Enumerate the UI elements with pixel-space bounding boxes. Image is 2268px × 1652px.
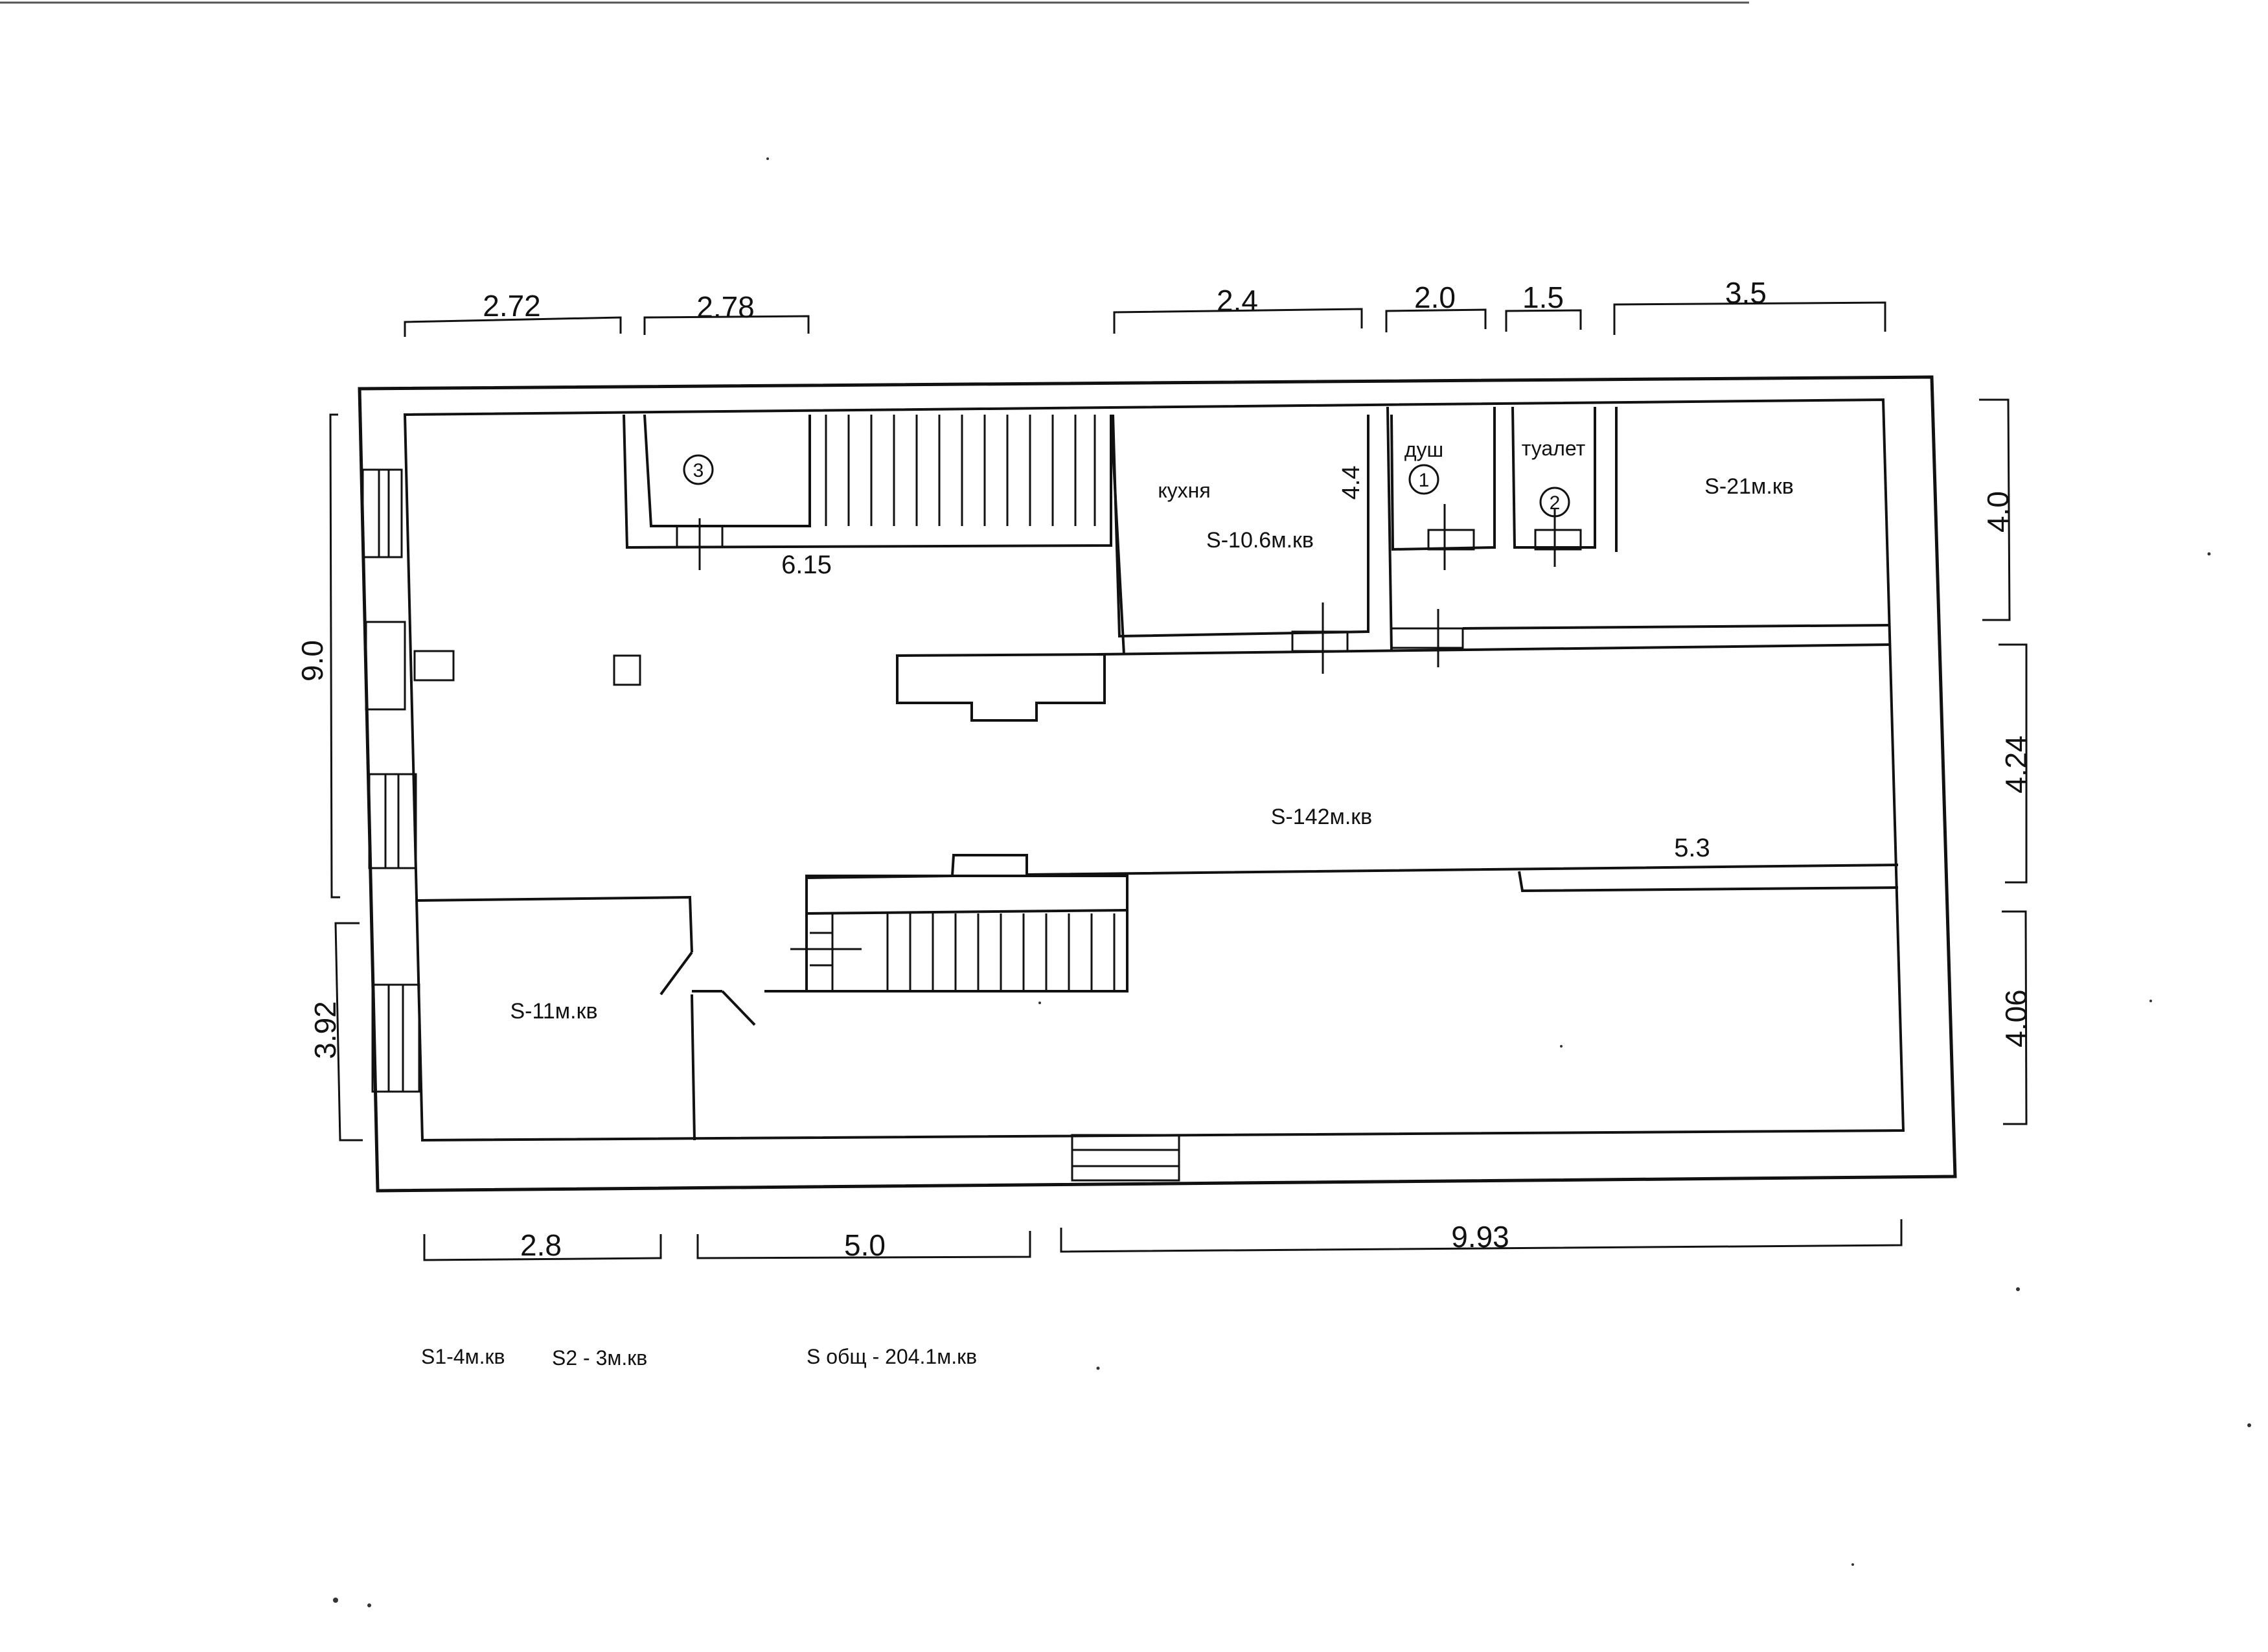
kitchen-name: кухня — [1158, 479, 1210, 502]
column — [613, 654, 641, 686]
marker-1: 1 — [1408, 464, 1439, 495]
dim-bottom-2: 5.0 — [844, 1228, 886, 1262]
dim-right-3: 4.06 — [1999, 989, 2033, 1048]
main-hall-area: S-142м.кв — [1271, 805, 1373, 829]
corner-room-area: S-21м.кв — [1704, 474, 1794, 499]
scan-specks — [333, 157, 2251, 1607]
upper-stair-block — [623, 414, 1112, 570]
summary-s2: S2 - 3м.кв — [552, 1346, 647, 1370]
dim-right-1: 4.0 — [1981, 491, 2015, 533]
kitchen-area: S-10.6м.кв — [1206, 528, 1314, 553]
toilet-name: туалет — [1522, 437, 1586, 460]
dim-top-3: 2.4 — [1217, 284, 1258, 317]
summary-total: S общ - 204.1м.кв — [807, 1345, 977, 1368]
dim-top-2: 2.78 — [696, 290, 755, 324]
dim-top-5: 1.5 — [1522, 281, 1564, 314]
small-room-area: S-11м.кв — [510, 999, 597, 1024]
corridor-wall — [1097, 624, 1891, 656]
mid-partition — [806, 854, 1899, 893]
dim-stair-wall: 6.15 — [781, 551, 832, 579]
small-room — [417, 895, 756, 1141]
dim-top-6: 3.5 — [1725, 276, 1767, 310]
dim-kitchen-depth: 4.4 — [1338, 466, 1365, 500]
svg-text:1: 1 — [1419, 470, 1430, 491]
corridor-door — [1390, 609, 1464, 667]
kitchen-door — [1291, 602, 1349, 674]
dim-bottom-1: 2.8 — [520, 1228, 562, 1262]
shower-door — [1427, 504, 1475, 570]
upper-stair-treads — [825, 415, 1096, 526]
dim-right-2: 4.24 — [1999, 735, 2033, 794]
dim-bottom-3: 9.93 — [1451, 1220, 1509, 1254]
svg-text:3: 3 — [693, 460, 704, 481]
dim-left-2: 3.92 — [308, 1001, 342, 1059]
lower-stair-block — [764, 875, 1128, 992]
marker-3: 3 — [683, 454, 714, 485]
outer-wall — [358, 375, 1957, 1193]
dim-partition: 5.3 — [1674, 834, 1710, 862]
wet-rooms — [1386, 406, 1618, 667]
toilet-door — [1534, 509, 1582, 567]
shower-name: душ — [1404, 438, 1443, 461]
dim-left-1: 9.0 — [295, 640, 329, 682]
dimension-bars — [329, 301, 2028, 1261]
lower-stair-treads — [790, 913, 1116, 991]
left-windows — [361, 468, 420, 1093]
svg-text:2: 2 — [1550, 492, 1561, 514]
marker-2: 2 — [1539, 487, 1570, 518]
dim-top-4: 2.0 — [1414, 281, 1456, 314]
kitchen — [1110, 414, 1369, 674]
counter — [896, 652, 1106, 722]
dim-top-1: 2.72 — [483, 289, 541, 323]
wall-niche — [413, 650, 455, 682]
summary-s1: S1-4м.кв — [421, 1345, 505, 1368]
entrance-steps — [1071, 1134, 1180, 1182]
door-3 — [676, 518, 724, 570]
